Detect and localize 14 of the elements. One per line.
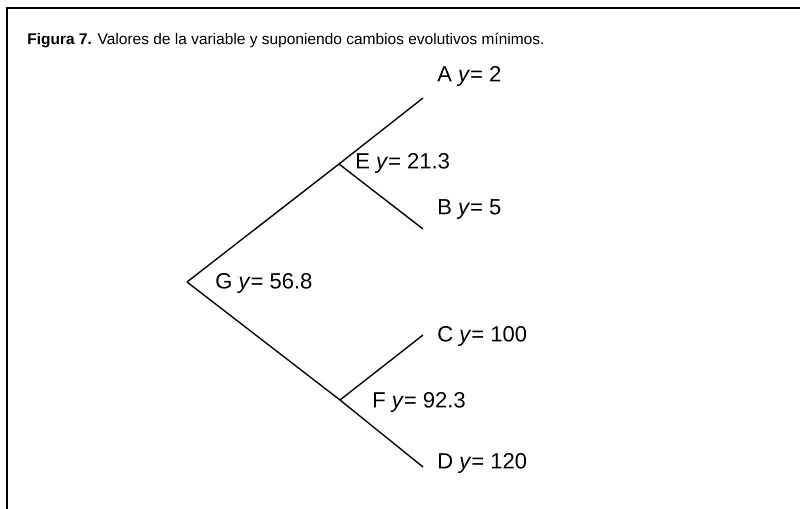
tree-branch <box>186 163 340 283</box>
tree-branch <box>340 399 424 468</box>
node-label: F y= 92.3 <box>374 392 465 412</box>
tree-branch <box>186 281 340 401</box>
node-label: G y= 56.8 <box>216 273 312 293</box>
node-label: B y= 5 <box>439 199 500 219</box>
node-label: C y= 100 <box>438 326 526 346</box>
node-label: A y= 2 <box>437 66 500 86</box>
tree-branch <box>338 163 424 230</box>
node-label: E y= 21.3 <box>357 153 449 173</box>
node-label: D y= 120 <box>439 453 526 473</box>
figure-caption: Figura 7. Valores de la variable y suponiendo cambios evolutivos mínimos. <box>28 32 543 48</box>
tree-branch <box>340 334 424 401</box>
tree-branch <box>338 97 424 165</box>
